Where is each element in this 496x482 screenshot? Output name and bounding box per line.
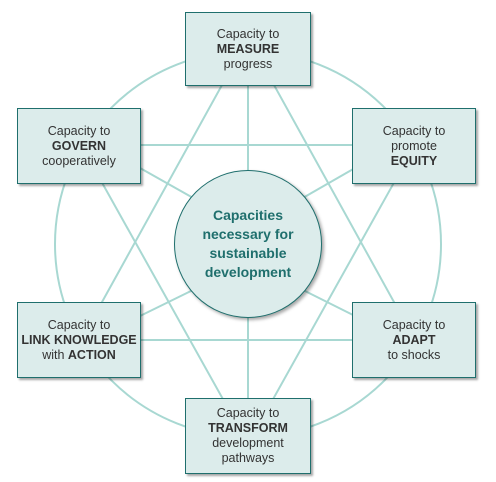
node-link-line3: with ACTION	[42, 348, 116, 363]
node-adapt-keyword: ADAPT	[392, 332, 436, 347]
triangle-down	[79, 144, 417, 447]
node-equity-line2: promote	[391, 138, 437, 153]
center-circle: Capacities necessary for sustainable dev…	[174, 170, 322, 318]
node-equity: Capacity to promote EQUITY	[352, 108, 476, 184]
node-adapt-line3: to shocks	[387, 347, 441, 362]
node-adapt-line1: Capacity to	[382, 317, 446, 332]
center-line4: development	[204, 264, 292, 280]
node-transform-line4: pathways	[221, 451, 275, 465]
node-link-line3-keyword: ACTION	[67, 347, 116, 362]
node-link-line3-prefix: with	[42, 347, 68, 362]
center-line2: necessary for	[202, 226, 294, 242]
spoke-link	[139, 288, 196, 317]
center-line1: Capacities	[212, 207, 284, 223]
node-link-line1: Capacity to	[47, 317, 111, 332]
node-equity-line1: Capacity to	[382, 123, 446, 138]
node-measure: Capacity to MEASURE progress	[185, 12, 311, 86]
node-transform: Capacity to TRANSFORM development pathwa…	[185, 398, 311, 474]
node-govern-line1: Capacity to	[47, 123, 111, 138]
node-link: Capacity to LINK KNOWLEDGE with ACTION	[17, 302, 141, 378]
node-transform-keyword: TRANSFORM	[208, 421, 288, 435]
node-measure-line3: progress	[223, 56, 273, 71]
node-measure-keyword: MEASURE	[216, 41, 280, 56]
node-transform-line3: development	[212, 436, 284, 450]
node-measure-line1: Capacity to	[216, 26, 280, 41]
node-adapt: Capacity to ADAPT to shocks	[352, 302, 476, 378]
triangle-up	[79, 35, 417, 341]
node-govern-keyword: GOVERN	[51, 138, 107, 153]
node-equity-keyword: EQUITY	[390, 153, 438, 168]
node-govern-line3: cooperatively	[42, 153, 116, 168]
center-line3: sustainable	[209, 245, 287, 261]
node-transform-line1: Capacity to	[216, 406, 280, 420]
node-link-keyword: LINK KNOWLEDGE	[21, 332, 137, 347]
node-govern: Capacity to GOVERN cooperatively	[17, 108, 141, 184]
